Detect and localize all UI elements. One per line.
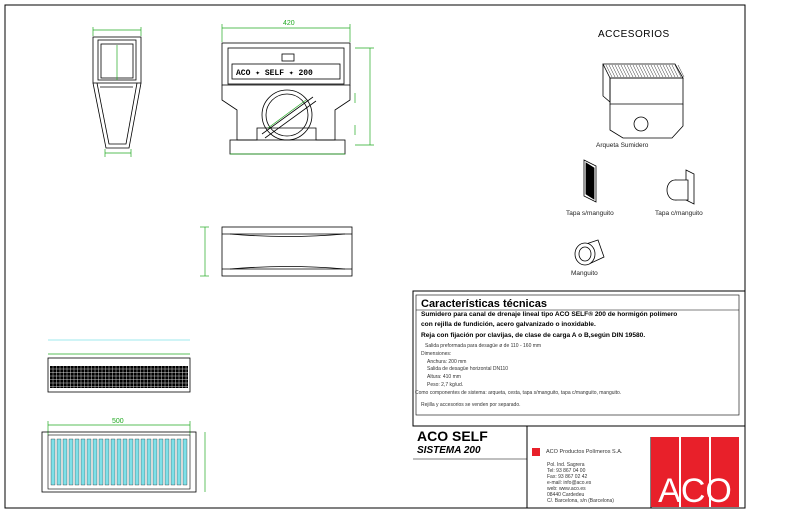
- spec-detail-line: Peso: 2,7 kg/ud.: [427, 382, 464, 388]
- spec-detail-line: Dimensiones:: [421, 351, 452, 357]
- specs-inner-frame: [415, 294, 740, 416]
- front-grate-text: ACO ✦ SELF ✦ 200: [236, 69, 313, 78]
- address-line: Pol. Ind. Sagrera: [547, 462, 585, 468]
- system-name: SISTEMA 200: [417, 445, 481, 456]
- spec-bold-line: Sumidero para canal de drenaje lineal ti…: [421, 311, 678, 318]
- front-view-dimensions: [221, 24, 374, 155]
- accessory-label-tapa-con-manguito: Tapa c/manguito: [655, 210, 703, 217]
- grate-bars-plan: [41, 421, 206, 493]
- tapa-sin-manguito-drawing: [583, 159, 597, 203]
- accessory-label-manguito: Manguito: [571, 270, 598, 277]
- top-view-drawing: [221, 226, 353, 277]
- address-line: web: www.aco.es: [547, 486, 586, 492]
- sheet-border: [4, 4, 746, 509]
- spec-bold-line: Reja con fijación por clavijas, de clase…: [421, 332, 646, 339]
- spec-detail-line: Altura: 410 mm: [427, 374, 461, 380]
- manguito-drawing: [574, 239, 605, 266]
- accessory-label-tapa-sin-manguito: Tapa s/manguito: [566, 210, 614, 217]
- specs-title: Características técnicas: [421, 298, 547, 310]
- spec-detail-line: Anchura: 200 mm: [427, 359, 467, 365]
- accessory-label-arqueta: Arqueta Sumidero: [596, 142, 649, 149]
- spec-detail-line: Salida preformada para desagüe ø de 110 …: [425, 343, 542, 349]
- svg-text:ACO: ACO: [658, 472, 732, 510]
- product-name: ACO SELF: [417, 428, 488, 444]
- side-view-dimensions: [92, 27, 142, 157]
- spec-detail-line: Salida de desagüe horizontal DN110: [427, 366, 509, 372]
- front-view-drawing: [221, 42, 351, 155]
- address-line: Tel: 93 867 04 00: [547, 468, 586, 474]
- address-line: C/. Barcelona, s/n (Barcelona): [547, 498, 614, 504]
- company-name: ACO Productos Polímeros S.A.: [546, 449, 623, 455]
- address-line: 08440 Cardedeu: [547, 492, 585, 498]
- spec-detail-line: Rejilla y accesorios se venden por separ…: [421, 402, 521, 408]
- tapa-con-manguito-drawing: [666, 169, 695, 205]
- spec-bold-line: con rejilla de fundición, acero galvaniz…: [421, 321, 596, 328]
- company-marker-icon: [532, 448, 540, 456]
- address-line: e-mail: info@aco.es: [547, 480, 592, 486]
- accessories-title: ACCESORIOS: [598, 29, 670, 40]
- spec-detail-line: Como componentes de sistema: arqueta, ce…: [415, 390, 622, 396]
- top-view-dimensions: [200, 226, 209, 277]
- grate-mesh-plan: [47, 339, 191, 393]
- address-line: Fax: 93 867 02 42: [547, 474, 588, 480]
- front-width-dimension: 420: [283, 20, 295, 27]
- arqueta-sumidero-drawing: [602, 63, 685, 139]
- grate-length-dimension: 500: [112, 418, 124, 425]
- aco-logo: ACO: [651, 437, 739, 510]
